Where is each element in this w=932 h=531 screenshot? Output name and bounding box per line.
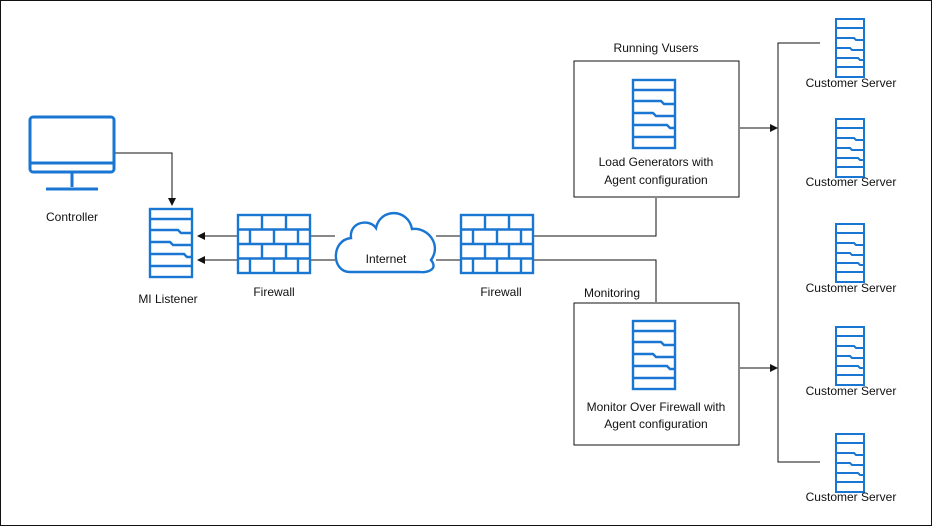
firewall-to-load-generators-line xyxy=(533,198,657,237)
controller-label: Controller xyxy=(46,210,98,224)
load-generators-label-line2: Agent configuration xyxy=(604,173,707,187)
server-icon xyxy=(835,18,865,78)
customer-server-label: Customer Server xyxy=(806,76,897,90)
customer-server-bracket xyxy=(777,42,820,463)
monitor-node[interactable]: Monitoring Monitor Over Firewall with Ag… xyxy=(573,286,740,446)
customer-server-5[interactable]: Customer Server xyxy=(806,433,897,504)
customer-server-label: Customer Server xyxy=(806,175,897,189)
server-icon xyxy=(631,78,677,150)
firewall-icon xyxy=(459,213,535,275)
customer-server-3[interactable]: Customer Server xyxy=(806,223,897,295)
cloud-icon xyxy=(334,212,437,274)
customer-server-label: Customer Server xyxy=(806,281,897,295)
connectors xyxy=(115,42,820,463)
server-icon xyxy=(631,319,677,391)
server-icon xyxy=(148,207,194,279)
customer-server-1[interactable]: Customer Server xyxy=(806,18,897,90)
controller-to-listener-line xyxy=(115,152,176,206)
running-vusers-header: Running Vusers xyxy=(614,41,699,55)
monitoring-header: Monitoring xyxy=(584,286,640,300)
monitor-label-line2: Agent configuration xyxy=(604,417,707,431)
customer-server-2[interactable]: Customer Server xyxy=(806,118,897,189)
server-icon xyxy=(835,326,865,386)
load-generators-node[interactable]: Running Vusers Load Generators with Agen… xyxy=(573,41,740,198)
customer-server-label: Customer Server xyxy=(806,490,897,504)
load-generators-label-line1: Load Generators with xyxy=(599,155,714,169)
mi-listener-node[interactable]: MI Listener xyxy=(138,207,198,306)
firewall-left-node[interactable]: Firewall xyxy=(236,213,312,299)
customer-server-4[interactable]: Customer Server xyxy=(806,326,897,398)
customer-server-label: Customer Server xyxy=(806,384,897,398)
mi-listener-label: MI Listener xyxy=(138,292,197,306)
monitor-label-line1: Monitor Over Firewall with xyxy=(587,400,726,414)
monitor-icon xyxy=(28,115,116,191)
firewall-icon xyxy=(236,213,312,275)
firewall-right-node[interactable]: Firewall xyxy=(459,213,535,299)
firewall-right-label: Firewall xyxy=(480,285,521,299)
server-icon xyxy=(835,118,865,178)
firewall-to-monitor-line xyxy=(533,259,657,302)
server-icon xyxy=(835,223,865,283)
controller-node[interactable]: Controller xyxy=(28,115,116,224)
internet-label: Internet xyxy=(366,252,407,266)
server-icon xyxy=(835,433,865,493)
internet-node[interactable]: Internet xyxy=(334,212,437,274)
firewall-left-label: Firewall xyxy=(253,285,294,299)
